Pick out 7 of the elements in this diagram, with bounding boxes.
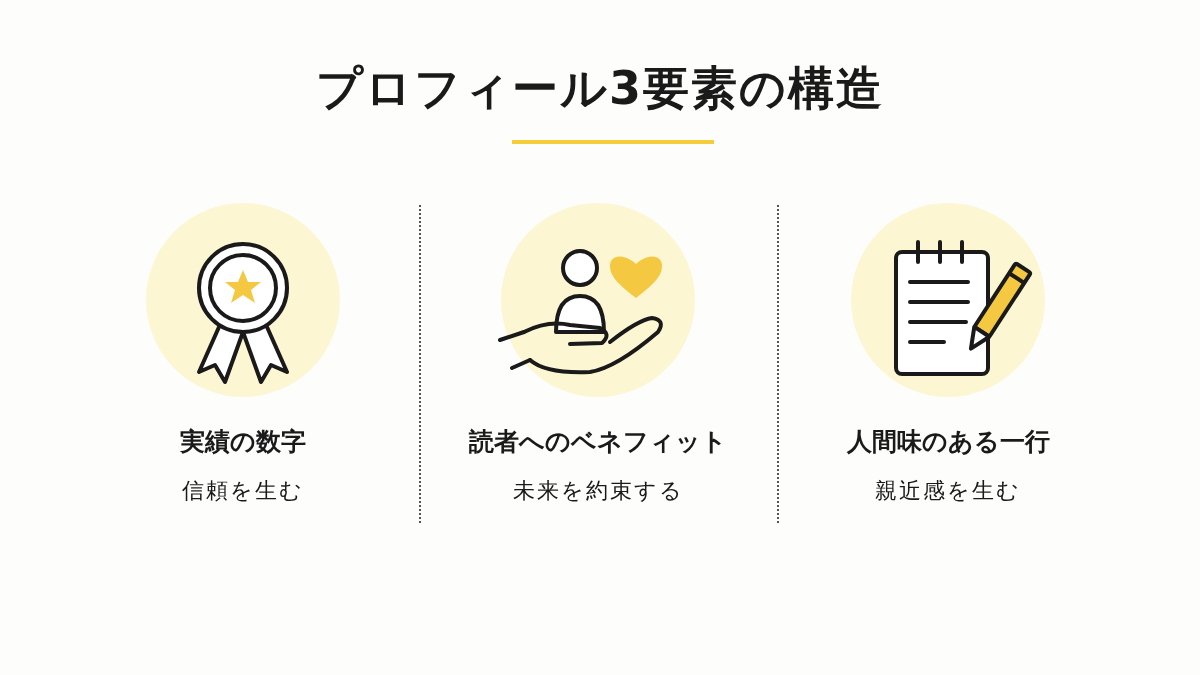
subheading: 未来を約束する [511, 477, 685, 505]
title: プロフィール3要素の構造 [315, 60, 885, 117]
heading: 読者へのベネフィット [467, 426, 728, 458]
heading: 人間味のある一行 [845, 426, 1051, 458]
subheading: 親近感を生む [874, 477, 1022, 505]
heading: 実績の数字 [179, 426, 307, 458]
subheading: 信頼を生む [181, 477, 305, 505]
